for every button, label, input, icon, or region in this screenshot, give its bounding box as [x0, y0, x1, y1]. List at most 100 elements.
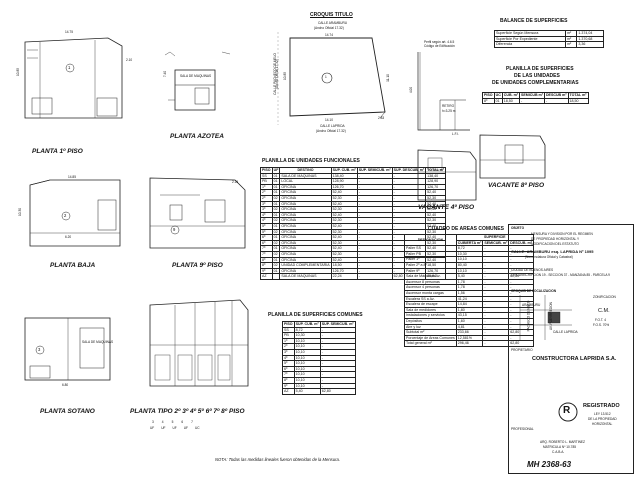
zonificacion-label: ZONIFICACION — [593, 295, 616, 299]
uf-number: 5 — [171, 420, 174, 424]
cell: 62,80 — [508, 340, 534, 347]
map-label: AV. PUEYRREDON — [549, 302, 553, 330]
plan-primer-piso — [24, 37, 123, 119]
balance-title: BALANCE DE SUPERFICIES — [500, 18, 568, 24]
cell: - — [356, 250, 393, 258]
objeto-circ: CIRCUNSCRIPCION 19 - SECCION 37 - MANZAN… — [511, 273, 610, 277]
perfil-retiro: RETIRO — [442, 104, 455, 108]
objeto-calle: CALLE: ARAMBURU esq. LAPRIDA Nº 1095 — [511, 249, 594, 254]
cell: - — [508, 306, 534, 314]
dim-label: 10.85 — [15, 68, 20, 76]
cell: 18,50 — [330, 262, 358, 269]
croquis-parcel — [289, 37, 386, 119]
cell: - — [319, 337, 356, 345]
label-vacante-octavo: VACANTE 8º PISO — [488, 182, 545, 189]
nota-text: NOTA: Todas las medidas lineales fueron … — [215, 457, 340, 462]
cell: - — [508, 256, 534, 263]
cell: - — [508, 267, 534, 275]
plan-baja — [29, 179, 121, 247]
cell: 22,24 — [330, 273, 358, 280]
dim-label: 2.10 — [126, 58, 133, 62]
unit-number: 3 — [38, 347, 41, 352]
cell: 296,46 — [455, 340, 484, 347]
ley-line: DE LA PROPIEDAD — [588, 417, 617, 421]
column-header: SUP. SEMICUB. m² — [319, 321, 356, 328]
cell: - — [319, 332, 356, 339]
croquis-dim-bottom: 14.10 — [325, 118, 333, 122]
cell: 62,80 — [319, 388, 356, 395]
propietario-label: PROPIETARIO — [511, 348, 533, 352]
cell: 8,72 — [293, 326, 321, 334]
cell: 18,50 — [501, 97, 520, 105]
dim-label: 14.85 — [68, 175, 76, 179]
column-header: DESCUB m² — [543, 92, 569, 99]
cell: OFICINA — [279, 256, 332, 264]
room-label: SALA DE MAQUINAS — [180, 74, 212, 78]
cell: - — [508, 278, 534, 286]
uf-number: 3 — [152, 420, 154, 424]
table-header-row: PISO UC CUB. m² SEMICUB m² DESCUB m² TOT… — [482, 92, 589, 99]
cell: Palier 1º — [404, 256, 457, 263]
objeto-line: MODIFICACION DEL ESTATUTO — [531, 242, 579, 246]
perfil-subtitle: Código de Edificación — [424, 44, 455, 48]
perfil-height: 4.00 — [409, 86, 414, 94]
cell: - — [319, 326, 356, 334]
title-block — [508, 224, 634, 474]
cell: - — [543, 97, 569, 105]
comunes-title: PLANILLA DE SUPERFICIES COMUNES — [268, 312, 363, 318]
cell: - — [508, 284, 534, 291]
croquis-street-bottom-sub: (Ancho Oficial 17.32) — [316, 129, 346, 133]
uf-label: UF — [150, 426, 155, 430]
map-label: ARAMBURU — [522, 303, 541, 307]
uf-number: 7 — [191, 420, 193, 424]
registrado-r-icon: R — [563, 405, 571, 416]
registrado-label: REGISTRADO — [583, 403, 620, 409]
unit-number: 9 — [173, 227, 176, 232]
perfil-profile — [417, 52, 470, 131]
cell: - — [319, 360, 356, 367]
cell: 10,10 — [293, 371, 321, 378]
column-header: SUP. DESCUB. m² — [391, 167, 427, 174]
cell: - — [356, 262, 393, 269]
table-row: Sala de Máquinas Az.5,40-62,80 — [404, 273, 534, 280]
column-header: PISO — [482, 92, 495, 99]
dim-label: 6.80 — [62, 383, 69, 387]
cell: Ascensor 8 personas — [404, 278, 457, 286]
cell: Palier 2º a 8º — [404, 262, 457, 269]
uf-row: 3 4 5 6 7 — [152, 420, 193, 424]
cell: - — [319, 343, 356, 350]
column-header: SUP. CUB. m² — [293, 321, 321, 328]
cell: - — [319, 365, 356, 373]
cell: OFICINA — [279, 267, 332, 275]
cell: SALA DE MAQUINAS — [279, 273, 332, 280]
uf-label-row: UF UF UF UF UC — [150, 426, 200, 430]
label-planta-sotano: PLANTA SOTANO — [40, 408, 95, 415]
uf-label: UF — [172, 426, 177, 430]
unit-number: 1 — [68, 65, 71, 70]
cell: AZ — [260, 273, 273, 280]
plan-sotano — [24, 317, 111, 381]
ley-line: HORIZONTAL — [592, 422, 613, 426]
cell: 10,30 — [293, 332, 321, 339]
dim-label: 10.30 — [17, 208, 22, 216]
cell: Instalaciones y servicios — [404, 312, 457, 319]
cell: - — [508, 334, 534, 342]
objeto-calle-sub: (Nomenclatura Oficial y Catastral) — [525, 255, 573, 259]
areas-comunes-title: CUADRO DE AREAS COMUNES — [428, 226, 504, 232]
cell: - — [356, 273, 393, 280]
cell: 8º — [482, 97, 495, 105]
vacante-octavo-piso — [479, 134, 546, 179]
perfil-lfi: L.F.I. — [452, 132, 459, 136]
